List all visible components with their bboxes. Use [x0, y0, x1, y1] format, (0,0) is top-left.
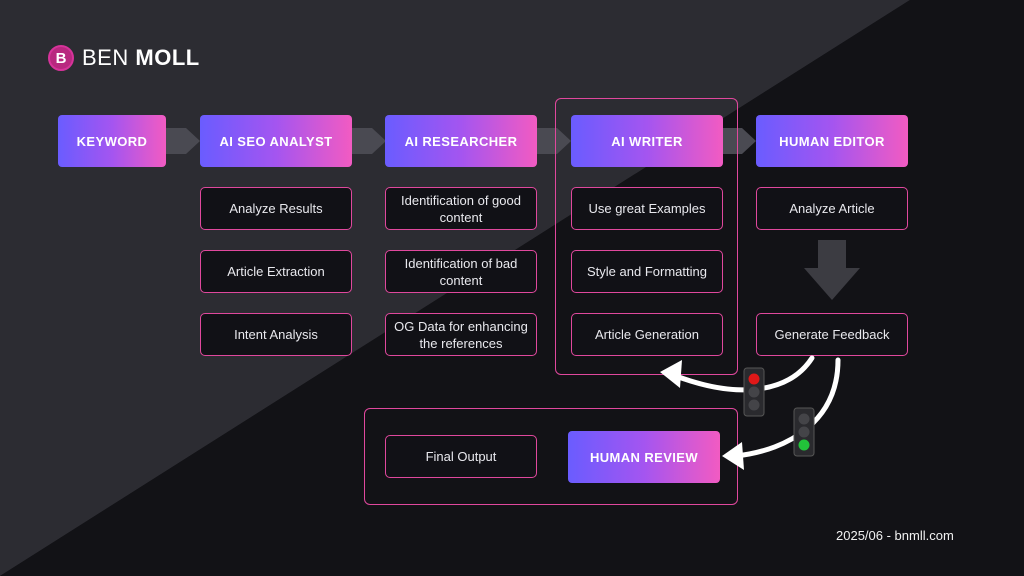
item-good-content: Identification of good content	[385, 187, 537, 230]
item-article-extraction: Article Extraction	[200, 250, 352, 293]
item-final-output: Final Output	[385, 435, 537, 478]
item-analyze-article: Analyze Article	[756, 187, 908, 230]
footer-credit: 2025/06 - bnmll.com	[836, 528, 954, 543]
header-human-review: HUMAN REVIEW	[568, 431, 720, 483]
item-intent-analysis: Intent Analysis	[200, 313, 352, 356]
ai-writer-frame	[555, 98, 738, 375]
item-analyze-results: Analyze Results	[200, 187, 352, 230]
header-human-editor: HUMAN EDITOR	[756, 115, 908, 167]
header-keyword: KEYWORD	[58, 115, 166, 167]
header-ai-researcher: AI RESEARCHER	[385, 115, 537, 167]
logo-mark-icon: B	[48, 45, 74, 71]
item-bad-content: Identification of bad content	[385, 250, 537, 293]
item-great-examples: Use great Examples	[571, 187, 723, 230]
brand-logo: B BEN MOLL	[48, 42, 200, 74]
flow-connectors	[166, 128, 756, 154]
item-og-data: OG Data for enhancing the references	[385, 313, 537, 356]
brand-first: BEN	[82, 45, 129, 70]
item-article-generation: Article Generation	[571, 313, 723, 356]
down-arrow-icon	[804, 240, 860, 300]
header-ai-writer: AI WRITER	[571, 115, 723, 167]
item-style-formatting: Style and Formatting	[571, 250, 723, 293]
header-ai-seo-analyst: AI SEO ANALYST	[200, 115, 352, 167]
item-generate-feedback: Generate Feedback	[756, 313, 908, 356]
brand-last: MOLL	[135, 45, 200, 70]
brand-name: BEN MOLL	[82, 45, 200, 71]
